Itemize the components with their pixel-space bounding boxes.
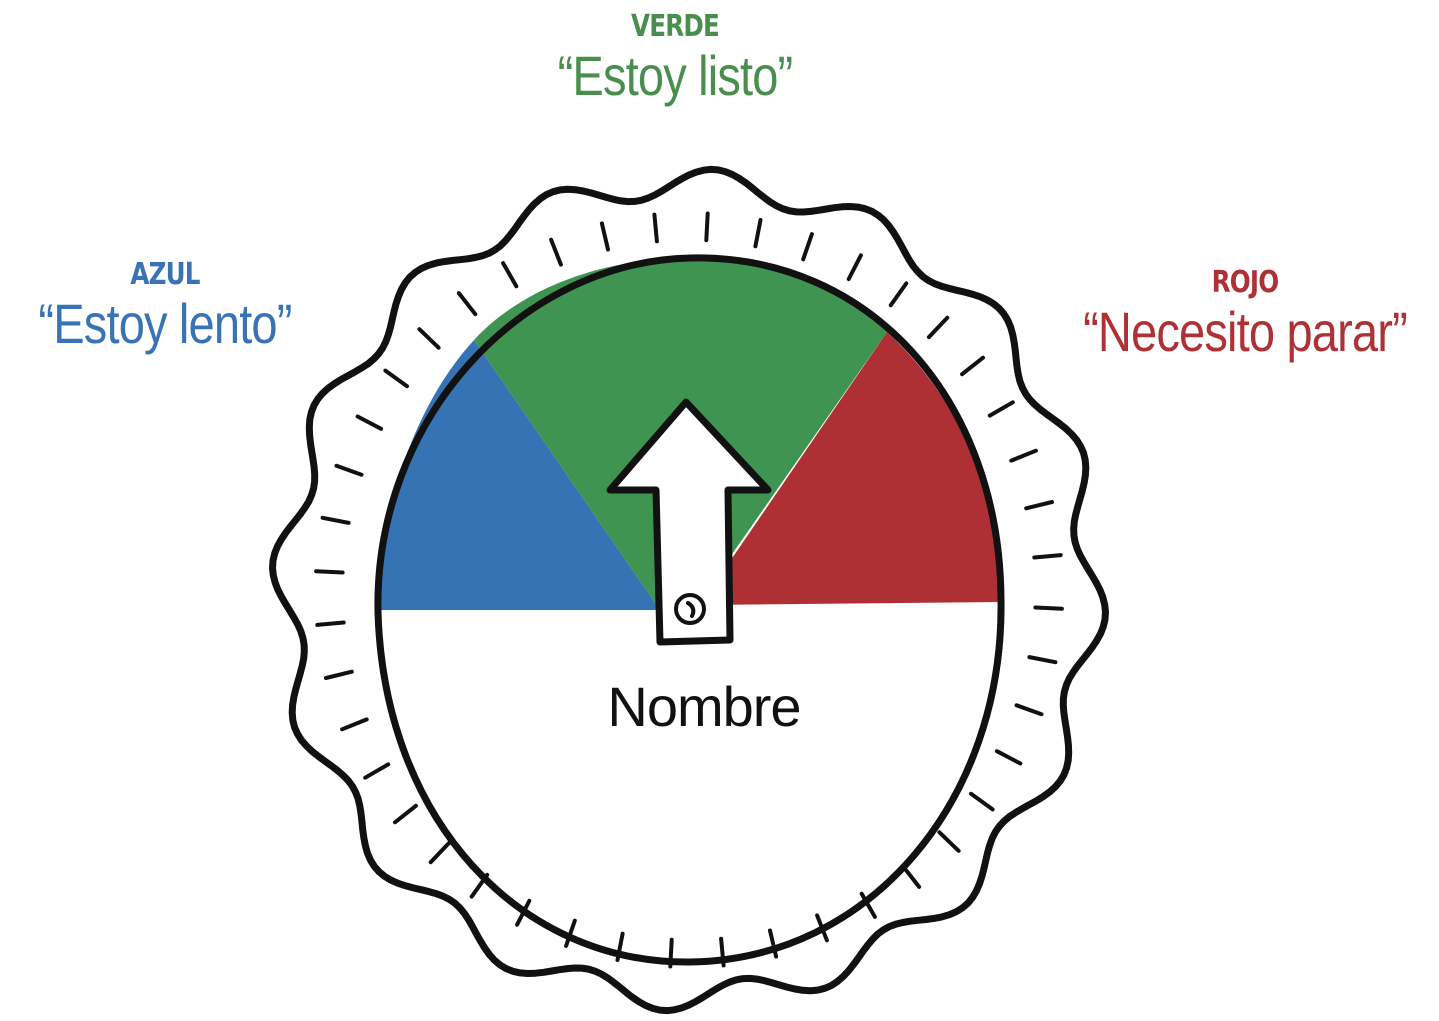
dial-tick (393, 803, 418, 825)
dial-tick (564, 918, 577, 948)
dial-tick (428, 840, 452, 865)
pivot-mark (686, 601, 696, 618)
label-azul: AZUL “Estoy lento” (0, 258, 370, 356)
dial-tick (456, 291, 478, 317)
dial-tick (960, 355, 985, 377)
dial-tick (320, 515, 351, 525)
dial-tick (315, 620, 346, 627)
dial-tick (859, 891, 877, 919)
dial-tick (501, 261, 519, 289)
dial-tick (888, 281, 909, 308)
dial-tick (334, 463, 364, 477)
dial-tick (652, 212, 659, 244)
dial-tick (549, 237, 563, 267)
segment-azul (378, 340, 660, 610)
verde-quote: “Estoy listo” (557, 44, 794, 107)
verde-title: VERDE (631, 9, 720, 44)
dial-tick (1024, 500, 1054, 511)
azul-title: AZUL (130, 257, 200, 292)
dial-tick (937, 830, 961, 853)
dial-tick (1009, 448, 1038, 463)
dial-tick (801, 232, 814, 262)
center-name-label: Nombre (607, 675, 800, 738)
dial-tick (417, 327, 441, 350)
dial-tick (753, 218, 763, 249)
dial-tick (363, 762, 391, 780)
pointer-arrow (606, 398, 772, 646)
dial-tick (994, 749, 1023, 766)
dial-tick (340, 717, 369, 732)
dial-tick (324, 669, 354, 680)
pointer-pivot (674, 593, 706, 625)
dial-tick (1027, 655, 1058, 665)
dial-tick (314, 569, 345, 575)
dial-tick (1014, 703, 1044, 717)
rojo-quote: “Necesito parar” (1083, 300, 1408, 363)
dial-tick (969, 791, 995, 812)
dial-tick (926, 315, 950, 340)
dial-tick (383, 368, 409, 389)
label-verde: VERDE “Estoy listo” (430, 10, 920, 108)
dial-tick (599, 221, 610, 252)
azul-quote: “Estoy lento” (38, 292, 292, 355)
dial-inner-outline (374, 254, 1005, 966)
dial-tick (846, 253, 863, 282)
dial-tick (1032, 553, 1063, 560)
dial-ticks (314, 211, 1064, 969)
label-rojo: ROJO “Necesito parar” (1010, 266, 1439, 364)
dial-tick (987, 400, 1015, 418)
dial-tick (704, 211, 710, 243)
segment-rojo (700, 332, 1001, 605)
dial-tick (1033, 605, 1064, 611)
rojo-title: ROJO (1211, 265, 1279, 300)
dial-tick (355, 414, 384, 431)
